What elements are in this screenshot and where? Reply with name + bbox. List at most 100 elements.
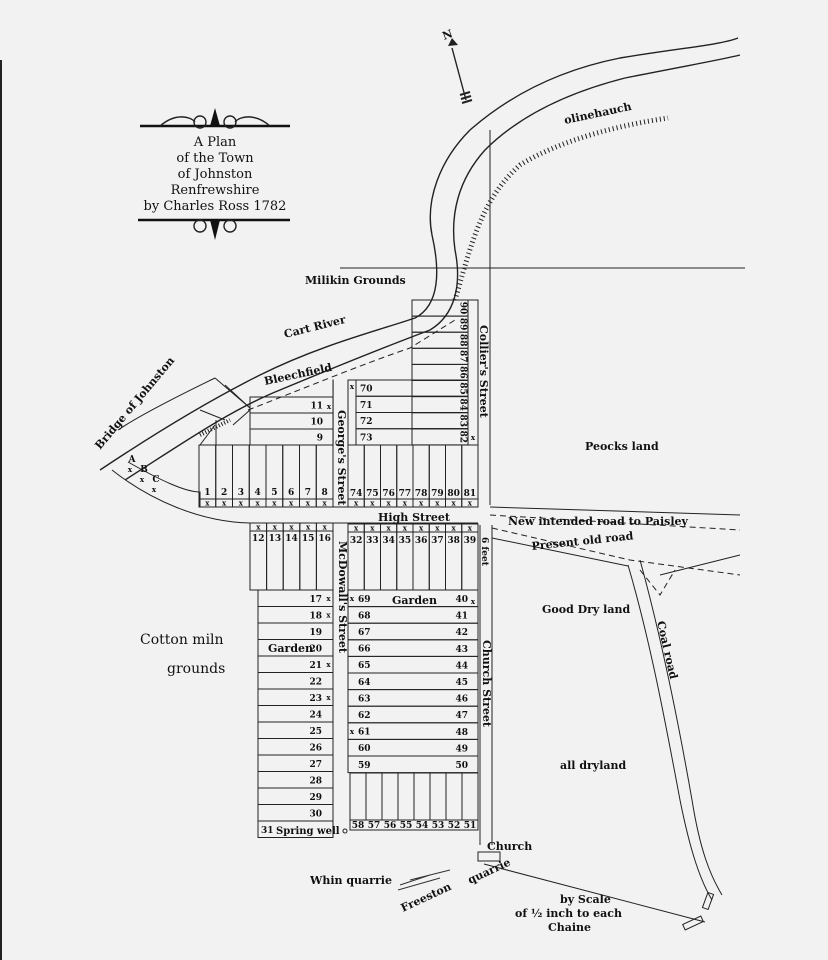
colliers-street-label: Collier's Street (477, 325, 490, 419)
lot-number: 83 (458, 414, 468, 427)
road-junction (639, 569, 676, 596)
lot-number: 73 (360, 433, 373, 443)
lot-number: 19 (309, 628, 322, 638)
lot-number: 81 (464, 489, 477, 499)
good-dry-land-label: Good Dry land (542, 603, 630, 616)
lot-number: 87 (458, 350, 468, 363)
lot-number: 41 (455, 612, 468, 622)
lot-number: 37 (431, 536, 444, 546)
lot-frontage (349, 819, 479, 831)
coal-road-label: Coal road (654, 620, 680, 681)
scale-mark (701, 891, 715, 911)
lot-number: 82 (458, 431, 468, 444)
spring-well-icon (342, 828, 348, 834)
olinehauch-label: olinehauch (563, 100, 633, 127)
lot-number: 44 (455, 661, 468, 671)
lot-number: 54 (416, 821, 429, 831)
lot-number: 20 (309, 644, 322, 654)
title-line: of the Town (176, 151, 254, 166)
frontage-marker: x (326, 660, 331, 669)
scale-mark (682, 915, 704, 931)
frontage-marker: x (323, 499, 328, 508)
lot-number: 10 (310, 418, 323, 428)
frontage-marker: x (205, 499, 210, 508)
scale-text: by Scale (560, 893, 611, 906)
title-line: of Johnston (178, 167, 253, 182)
frontage-marker: x (354, 499, 359, 508)
lot-number: 9 (317, 434, 323, 444)
lot (413, 772, 431, 821)
road-edge (489, 506, 741, 516)
coal-road-east (639, 559, 723, 896)
frontage-marker: x (403, 524, 408, 533)
frontage-marker: x (289, 523, 294, 532)
high-street-south-edge (111, 469, 478, 524)
lot (445, 772, 463, 821)
cotton-miln-label: Cotton miln (140, 632, 224, 648)
lot-number: 3 (238, 488, 244, 498)
frontage-marker: x (403, 499, 408, 508)
frontage-marker: x (435, 499, 440, 508)
bank-hatching (199, 418, 231, 437)
scale-text: of ½ inch to each (515, 907, 622, 920)
lot-number: 15 (302, 534, 315, 544)
lot-number: 47 (455, 711, 468, 721)
frontage-marker: x (471, 597, 476, 606)
lot (381, 772, 399, 821)
church-building (477, 851, 501, 862)
north-arrow: N (441, 27, 473, 104)
lot-number: 13 (269, 534, 282, 544)
six-feet-label: 6 feet (479, 537, 489, 567)
lot-number: 80 (447, 489, 460, 499)
lot (349, 772, 367, 821)
lot-number: 21 (309, 661, 322, 671)
lot-number: 26 (309, 743, 322, 753)
lot-letter: C (152, 475, 159, 485)
new-road-label: New intended road to Paisley (508, 515, 688, 528)
lot-number: 59 (358, 761, 371, 771)
lot-number: 69 (358, 595, 371, 605)
lot-number: 39 (464, 536, 477, 546)
lot-number: 23 (309, 694, 322, 704)
lot-letter: A (128, 455, 137, 465)
frontage-marker: x (140, 475, 145, 484)
frontage-marker: x (306, 523, 311, 532)
lot-number: 63 (358, 694, 371, 704)
title-line: by Charles Ross 1782 (144, 199, 287, 214)
lot-number: 27 (309, 760, 322, 770)
lot (429, 772, 447, 821)
lot-number: 57 (368, 821, 381, 831)
scale-bar (483, 863, 706, 923)
lot (257, 820, 334, 838)
lot-number: 60 (358, 744, 371, 754)
frontage-marker: x (239, 499, 244, 508)
lot-number: 58 (352, 821, 365, 831)
lot-number: 34 (382, 536, 395, 546)
frontage-marker: x (419, 524, 424, 533)
lot-number: 40 (455, 595, 468, 605)
ornament-top (140, 108, 290, 129)
lot-number: 18 (309, 611, 322, 621)
peocks-land-label: Peocks land (585, 440, 659, 453)
lot-frontage (315, 498, 334, 508)
ornament-bottom (138, 218, 290, 240)
title-line: Renfrewshire (171, 183, 260, 198)
lot-letter: B (140, 465, 148, 475)
lot-number: 70 (360, 385, 373, 395)
frontage-marker: x (370, 499, 375, 508)
lot-number: 45 (455, 678, 468, 688)
lot-number: 6 (288, 488, 294, 498)
frontage-marker: x (387, 499, 392, 508)
lot-number: 50 (455, 761, 468, 771)
frontage-marker: x (435, 524, 440, 533)
frontage-marker: x (354, 524, 359, 533)
frontage-marker: x (273, 523, 278, 532)
lot-number: 5 (271, 488, 277, 498)
lot-frontage (461, 498, 479, 508)
church-label: Church (487, 840, 532, 853)
lot-number: 79 (431, 489, 444, 499)
lot-number: 38 (447, 536, 460, 546)
lot-number: 46 (455, 695, 468, 705)
frontage-marker: x (326, 611, 331, 620)
